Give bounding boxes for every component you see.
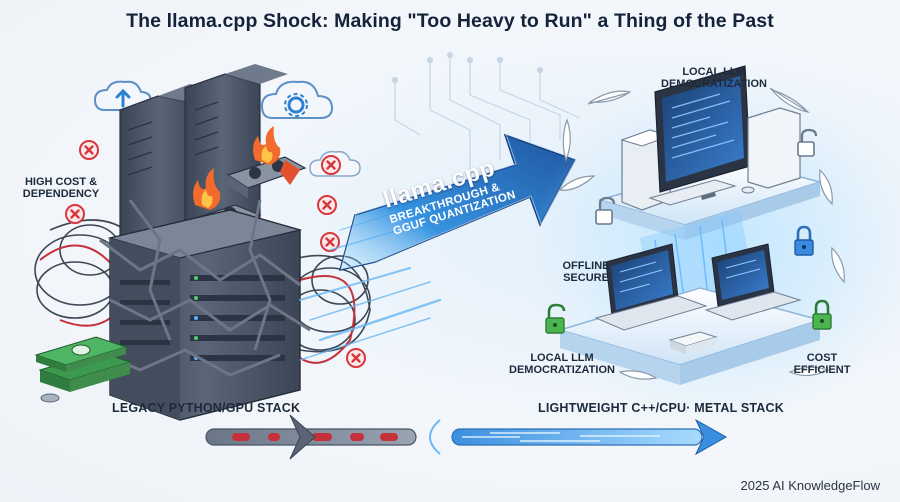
lightweight-pipe <box>429 418 728 456</box>
fire-icon <box>193 126 300 210</box>
legacy-stack-label: LEGACY PYTHON/GPU STACK <box>112 401 301 415</box>
offline-line2: SECURE <box>563 272 609 284</box>
offline-line1: OFFLINE <box>562 260 610 272</box>
mini-pc <box>668 331 718 354</box>
laptop-right <box>704 243 802 321</box>
speed-streaks <box>299 207 442 361</box>
cost-label-line1: HIGH COST & <box>24 176 98 188</box>
lock-icons <box>545 128 832 334</box>
cash-stack-icon <box>34 336 132 403</box>
error-x-icons <box>65 140 366 368</box>
laptop-left <box>594 243 708 331</box>
green-lock-icon <box>545 303 566 334</box>
cost-efficient-label: COST EFFICIENT <box>782 352 862 376</box>
cost-label-line2: DEPENDENCY <box>22 188 100 200</box>
page-title: The llama.cpp Shock: Making "Too Heavy t… <box>126 10 774 32</box>
bottom-label-line2: DEMOCRATIZATION <box>509 364 615 376</box>
blue-lock-icon <box>794 225 814 256</box>
feather-icons <box>558 87 845 380</box>
circuit-traces <box>391 51 581 170</box>
top-label-line1: LOCAL LLM <box>682 66 746 78</box>
desktop-computer <box>620 65 801 211</box>
offline-secure-label: OFFLINE SECURE <box>546 260 626 284</box>
cost-dependency-label: HIGH COST & DEPENDENCY <box>12 176 110 200</box>
legacy-pipe <box>205 414 417 460</box>
cost-line2: EFFICIENT <box>793 364 851 376</box>
server-leds <box>120 275 285 361</box>
green-lock-icon <box>812 299 832 330</box>
brand-footer: 2025 AI KnowledgeFlow <box>740 478 880 493</box>
bottom-label-line1: LOCAL LLM <box>530 352 594 364</box>
bottom-democratization-label: LOCAL LLM DEMOCRATIZATION <box>500 352 624 376</box>
chains <box>94 199 311 377</box>
top-label-line2: DEMOCRATIZATION <box>661 78 767 90</box>
open-lock-icon <box>797 128 818 157</box>
server-vents <box>127 101 219 176</box>
open-lock-icon <box>595 196 616 225</box>
top-democratization-label: LOCAL LLM DEMOCRATIZATION <box>654 66 774 90</box>
gear-cloud-icon <box>260 80 334 119</box>
cost-line1: COST <box>806 352 838 364</box>
lightweight-stack-label: LIGHTWEIGHT C++/CPU· METAL STACK <box>538 401 784 415</box>
